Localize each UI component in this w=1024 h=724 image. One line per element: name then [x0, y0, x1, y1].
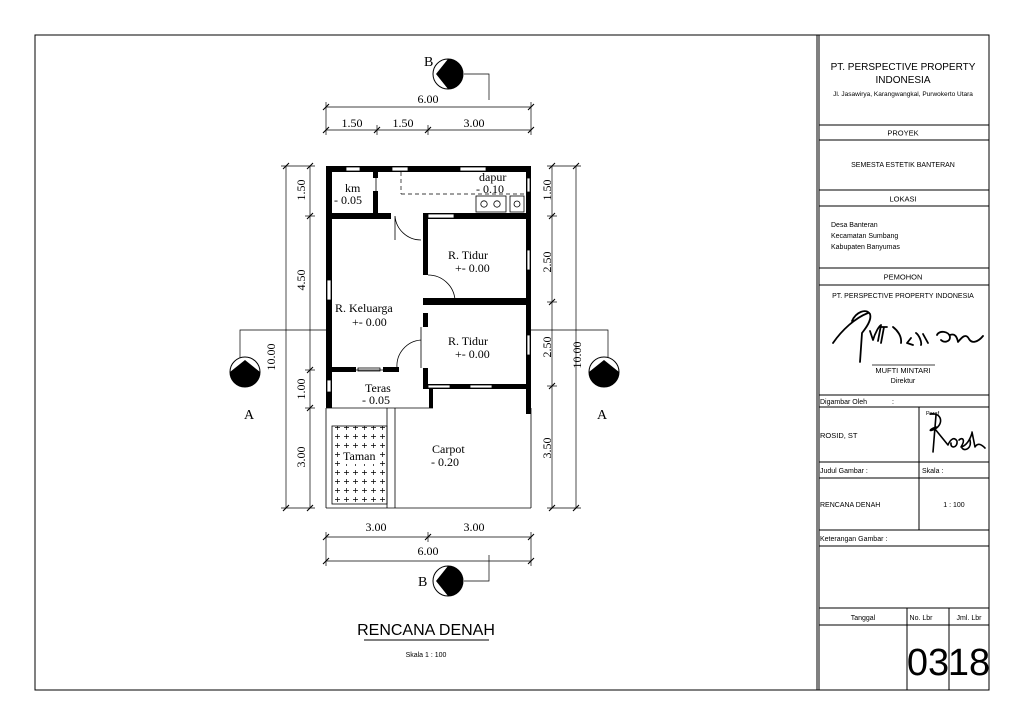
jmllbr-label: Jml. Lbr: [957, 615, 983, 622]
company-address: Jl. Jasawirya, Karangwangkal, Purwokerto…: [833, 91, 973, 98]
section-marker-a-left: A: [229, 356, 261, 423]
front-outline: [325, 407, 532, 509]
kitchen-dashed-lines: [400, 172, 525, 195]
dim-bottom-2: 3.00: [464, 520, 485, 534]
dim-top-1: 1.50: [342, 116, 363, 130]
dim-top-2: 1.50: [393, 116, 414, 130]
drawing-title: RENCANA DENAH: [357, 622, 495, 639]
dim-bottom-total: 6.00: [418, 544, 439, 558]
drawing-scale: Skala 1 : 100: [406, 652, 447, 659]
windows: [326, 166, 531, 393]
room-label-km: km: [345, 181, 361, 195]
owner-signature: [832, 310, 984, 363]
room-level-carpot: - 0.20: [431, 455, 459, 469]
sheet-border: [34, 34, 990, 691]
section-marker-a-right: A: [588, 356, 620, 423]
digambar-label: Digambar Oleh: [820, 399, 867, 406]
room-label-tidur-1: R. Tidur: [448, 248, 488, 262]
section-label-a-right: A: [597, 408, 608, 423]
room-labels: km - 0.05 dapur - 0.10 R. Tidur +- 0.00 …: [334, 170, 506, 469]
company-name-line2: INDONESIA: [875, 75, 930, 86]
dim-left-4: 3.00: [294, 447, 308, 468]
section-label-b-bottom: B: [418, 575, 427, 590]
lokasi-label: LOKASI: [889, 195, 916, 204]
judul-label: Judul Gambar :: [820, 468, 868, 475]
room-label-tidur-2: R. Tidur: [448, 334, 488, 348]
room-level-keluarga: +- 0.00: [352, 315, 387, 329]
signer-name: MUFTI MINTARI: [875, 366, 930, 375]
company-name-line1: PT. PERSPECTIVE PROPERTY: [831, 62, 976, 73]
dim-bottom-1: 3.00: [366, 520, 387, 534]
proyek-label: PROYEK: [887, 129, 918, 138]
drafter-name: ROSID, ST: [820, 431, 858, 440]
dimension-ticks: [282, 103, 580, 565]
lokasi-line: Kabupaten Banyumas: [831, 244, 900, 251]
lokasi-line: Desa Banteran: [831, 222, 878, 229]
signer-role: Direktur: [891, 378, 916, 385]
room-level-km: - 0.05: [334, 193, 362, 207]
dim-right-4: 3.50: [540, 438, 554, 459]
taman-hatch: [331, 425, 388, 505]
pemohon-label: PEMOHON: [884, 273, 923, 282]
sheet-total: 18: [948, 642, 990, 684]
dim-left-2: 4.50: [294, 270, 308, 291]
room-label-taman: Taman: [343, 449, 375, 463]
dim-left-3: 1.00: [294, 379, 308, 400]
dim-right-3: 2.50: [540, 337, 554, 358]
dim-left-1: 1.50: [294, 180, 308, 201]
dim-right-2: 2.50: [540, 252, 554, 273]
room-level-tidur-2: +- 0.00: [455, 347, 490, 361]
section-marker-b-bottom: B: [418, 565, 464, 597]
doors: [356, 178, 456, 371]
proyek-value: SEMESTA ESTETIK BANTERAN: [851, 162, 955, 169]
dim-left-total: 10.00: [264, 344, 278, 371]
dim-right-total: 10.00: [570, 342, 584, 369]
room-label-carpot: Carpot: [432, 442, 465, 456]
keterangan-label: Keterangan Gambar :: [820, 536, 887, 543]
section-label-b-top: B: [424, 55, 433, 70]
dim-top-total: 6.00: [418, 92, 439, 106]
room-level-tidur-1: +- 0.00: [455, 261, 490, 275]
sheet-number: 03: [907, 642, 949, 684]
judul-value: RENCANA DENAH: [820, 502, 880, 509]
section-label-a-left: A: [244, 408, 255, 423]
title-block: [816, 35, 989, 690]
room-level-dapur: - 0.10: [476, 182, 504, 196]
digambar-colon: :: [892, 399, 894, 406]
dimension-labels: 6.00 1.50 1.50 3.00 3.00 3.00 6.00 1.50 …: [264, 92, 584, 558]
pemohon-value: PT. PERSPECTIVE PROPERTY INDONESIA: [832, 293, 974, 300]
nolbr-label: No. Lbr: [910, 615, 934, 622]
section-lines: [239, 73, 609, 582]
room-label-teras: Teras: [365, 381, 391, 395]
room-level-teras: - 0.05: [362, 393, 390, 407]
paraf-signature: [929, 413, 986, 453]
skala-label: Skala :: [922, 468, 943, 475]
dim-top-3: 3.00: [464, 116, 485, 130]
tanggal-label: Tanggal: [851, 615, 876, 622]
kitchen-sink: [475, 195, 525, 213]
room-label-keluarga: R. Keluarga: [335, 301, 393, 315]
dim-right-1: 1.50: [540, 180, 554, 201]
section-marker-b-top: B: [424, 55, 464, 90]
room-label-dapur: dapur: [479, 170, 506, 184]
skala-value: 1 : 100: [943, 502, 965, 509]
lokasi-line: Kecamatan Sumbang: [831, 233, 898, 240]
